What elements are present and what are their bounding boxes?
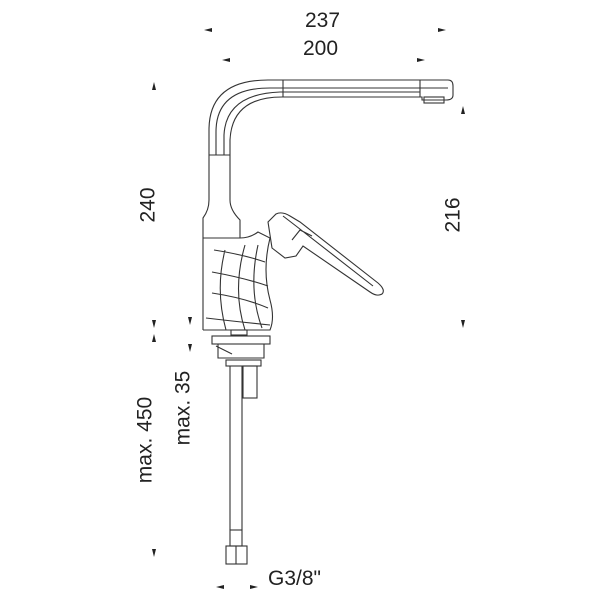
valve-body [203, 231, 274, 331]
dimension-arrows [152, 28, 465, 589]
deck-thickness-label: max. 35 [171, 370, 195, 446]
spout [208, 79, 454, 155]
supply-hose [229, 366, 243, 530]
hose-length-label: max. 450 [133, 396, 157, 484]
spout-height-label: 216 [441, 197, 465, 233]
thread-size-label: G3/8" [268, 567, 321, 590]
overall-height-label: 240 [136, 187, 160, 223]
overall-width-label: 237 [305, 9, 341, 32]
lever-handle [267, 212, 384, 296]
spout-reach-label: 200 [303, 37, 339, 60]
